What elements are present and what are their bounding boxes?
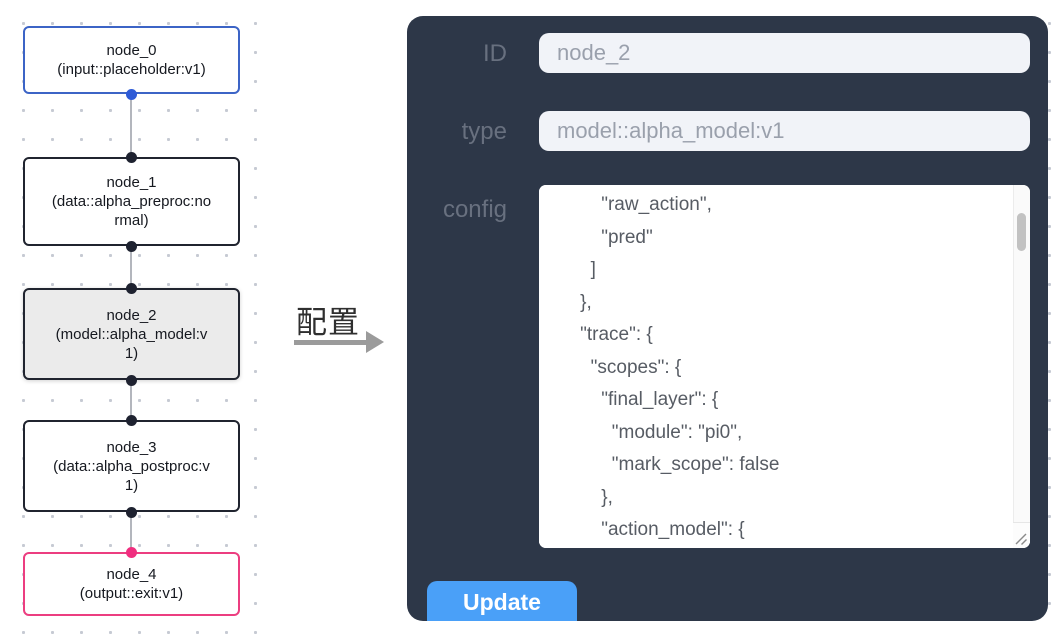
node-type-label: (model::alpha_model:v1) xyxy=(55,325,208,362)
edge-node1-node2 xyxy=(130,246,132,288)
flow-node-3[interactable]: node_3 (data::alpha_postproc:v1) xyxy=(23,420,240,512)
source-handle-node0[interactable] xyxy=(126,89,137,100)
config-scrollbar-track[interactable] xyxy=(1013,185,1030,548)
resize-grip-icon[interactable] xyxy=(1013,531,1028,546)
type-input[interactable] xyxy=(539,111,1030,151)
node-type-label: (input::placeholder:v1) xyxy=(57,61,206,78)
right-arrow-icon xyxy=(294,340,368,345)
source-handle-node2[interactable] xyxy=(126,375,137,386)
edge-node0-node1 xyxy=(130,94,132,157)
node-type-label: (data::alpha_postproc:v1) xyxy=(53,457,210,494)
right-arrow-head xyxy=(366,331,384,353)
node-type-label: (output::exit:v1) xyxy=(79,585,184,602)
config-scrollbar-thumb[interactable] xyxy=(1017,213,1026,251)
target-handle-node1[interactable] xyxy=(126,152,137,163)
flow-node-4[interactable]: node_4 (output::exit:v1) xyxy=(23,552,240,616)
id-field-label: ID xyxy=(483,40,507,67)
flow-canvas: node_0 (input::placeholder:v1) node_1 (d… xyxy=(0,0,276,643)
node-config-panel: ID type config "raw_action", "pred" ] },… xyxy=(407,16,1048,621)
node-title: node_1 xyxy=(106,174,157,191)
node-title: node_3 xyxy=(106,438,157,456)
flow-node-1[interactable]: node_1 (data::alpha_preproc:normal) xyxy=(23,157,240,246)
target-handle-node4[interactable] xyxy=(126,547,137,558)
update-button[interactable]: Update xyxy=(427,581,577,621)
target-handle-node3[interactable] xyxy=(126,415,137,426)
target-handle-node2[interactable] xyxy=(126,283,137,294)
edge-node2-node3 xyxy=(130,380,132,420)
config-scrollbar-corner xyxy=(1013,522,1030,548)
type-field-label: type xyxy=(461,118,507,145)
source-handle-node1[interactable] xyxy=(126,241,137,252)
node-title: node_4 xyxy=(106,566,157,583)
node-title: node_2 xyxy=(106,306,157,324)
config-field-label: config xyxy=(442,196,507,223)
id-input[interactable] xyxy=(539,33,1030,73)
source-handle-node3[interactable] xyxy=(126,507,137,518)
config-textarea[interactable]: "raw_action", "pred" ] }, "trace": { "sc… xyxy=(539,185,1013,548)
flow-node-0[interactable]: node_0 (input::placeholder:v1) xyxy=(23,26,240,94)
node-title: node_0 xyxy=(106,42,157,59)
flow-node-2-selected[interactable]: node_2 (model::alpha_model:v1) xyxy=(23,288,240,380)
edge-node3-node4 xyxy=(130,512,132,552)
configure-annotation: 配置 xyxy=(296,305,360,340)
config-editor: "raw_action", "pred" ] }, "trace": { "sc… xyxy=(539,185,1030,548)
node-type-label: (data::alpha_preproc:normal) xyxy=(51,193,212,229)
